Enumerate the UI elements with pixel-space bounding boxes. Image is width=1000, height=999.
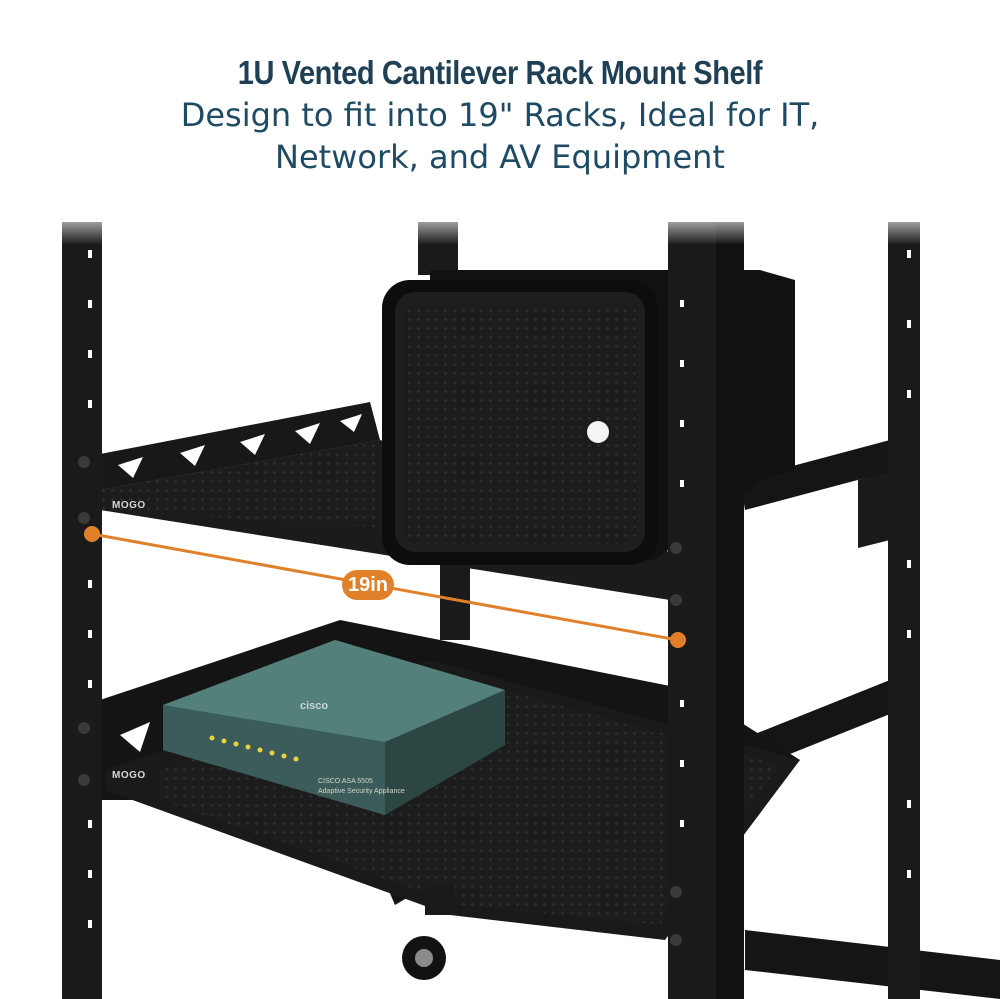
subtitle-line-2: Network, and AV Equipment [275,138,725,176]
shelf-brand-lower: MOGO [112,770,146,781]
cisco-device [163,640,505,815]
front-rack-rails [62,222,920,999]
subtitle-line-1: Design to fit into 19" Racks, Ideal for … [180,96,820,134]
device-series: Adaptive Security Appliance [318,788,405,795]
device-brand: cisco [300,700,329,712]
header: 1U Vented Cantilever Rack Mount Shelf De… [0,52,1000,178]
shelf-brand-upper: MOGO [112,500,146,511]
device-model: CISCO ASA 5505 [318,778,373,785]
dimension-label: 19in [342,570,394,600]
caster-wheel [402,885,455,980]
page-title: 1U Vented Cantilever Rack Mount Shelf [237,54,763,91]
